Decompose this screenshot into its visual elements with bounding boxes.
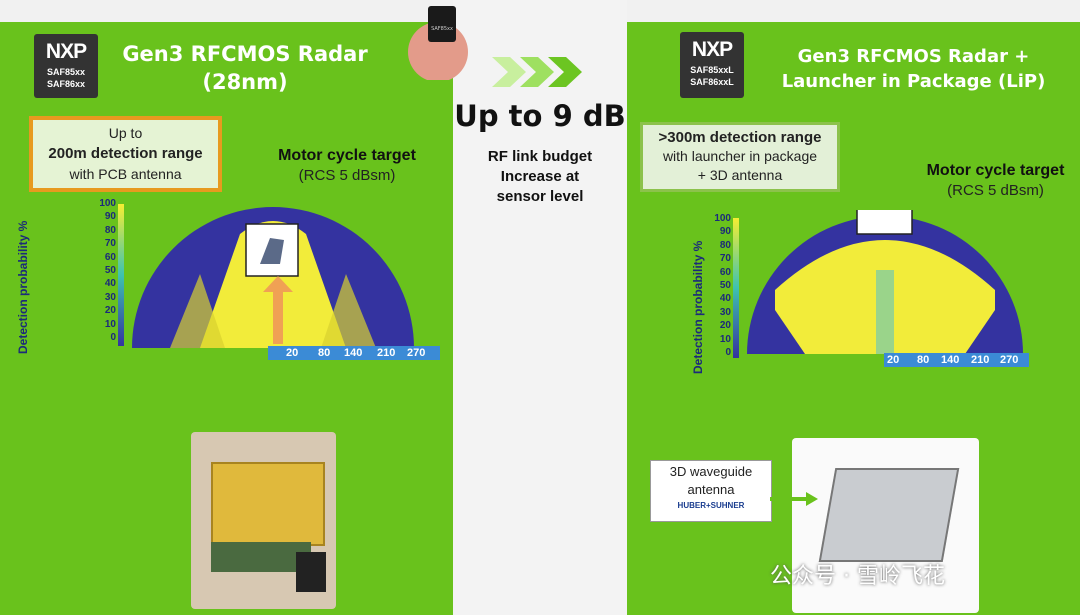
callout-text: + 3D antenna [697, 167, 783, 183]
scale-tick: 100 [99, 198, 116, 209]
scale-tick: 80 [104, 224, 116, 236]
nxp-logo: NXP [691, 38, 733, 61]
scale-tick: 60 [104, 251, 116, 263]
headline: Up to 9 dB [454, 99, 626, 133]
radar-coverage-plot [132, 207, 414, 348]
range-tick: 140 [941, 354, 960, 366]
left-panel: NXP SAF85xx SAF86xx Gen3 RFCMOS Radar (2… [0, 22, 453, 615]
vendor-logo: HUBER+SUHNER [677, 501, 745, 510]
range-tick: 270 [407, 347, 426, 359]
scale-tick: 40 [719, 293, 731, 305]
chevron-arrows-icon [492, 57, 582, 87]
y-axis-label: Detection probability % [691, 240, 705, 374]
range-axis: 20 80 140 210 270 [884, 353, 1029, 367]
right-panel: NXP SAF85xxL SAF86xxL Gen3 RFCMOS Radar … [627, 22, 1080, 615]
scale-tick: 90 [104, 211, 116, 223]
headline-subtitle: RF link budget Increase at sensor level [453, 147, 627, 207]
scale-tick: 10 [719, 333, 731, 345]
chip-on-finger-image: SAF85xx [408, 6, 468, 80]
target-label: Motor cycle target (RCS 5 dBsm) [262, 146, 432, 186]
title-line: Launcher in Package (LiP) [781, 71, 1046, 92]
radar-coverage-plot [747, 210, 1023, 354]
scale-tick: 50 [104, 264, 116, 276]
range-tick: 80 [318, 347, 331, 359]
arrow-right-icon [770, 492, 818, 506]
range-tick: 80 [917, 354, 930, 366]
range-tick: 210 [971, 354, 990, 366]
scale-tick: 40 [104, 278, 116, 290]
target-label: Motor cycle target (RCS 5 dBsm) [913, 161, 1078, 201]
scale-tick: 30 [719, 306, 731, 318]
waveguide-text: 3D waveguide [669, 464, 753, 479]
title-line: (28nm) [202, 70, 288, 94]
scale-tick: 0 [110, 331, 116, 343]
y-axis-label: Detection probability % [16, 220, 30, 354]
target-title: Motor cycle target [926, 162, 1065, 179]
scale-tick: 80 [719, 239, 731, 251]
up-arrow-icon [876, 270, 894, 354]
subtitle-line: sensor level [496, 188, 584, 205]
color-scale [733, 218, 739, 358]
title-line: Gen3 RFCMOS Radar [122, 42, 368, 66]
radar-module-photo [191, 432, 336, 609]
scale-ticks: 100 90 80 70 60 50 40 30 20 10 0 [709, 213, 731, 360]
scale-tick: 20 [104, 305, 116, 317]
range-axis: 20 80 140 210 270 [268, 346, 440, 360]
target-rcs: (RCS 5 dBsm) [298, 167, 396, 184]
center-column: Up to 9 dB RF link budget Increase at se… [453, 0, 627, 615]
part-number: SAF85xxL [690, 65, 734, 75]
range-tick: 20 [887, 354, 900, 366]
range-tick: 20 [286, 347, 299, 359]
scale-tick: 20 [719, 320, 731, 332]
detection-range-callout: >300m detection range with launcher in p… [640, 122, 840, 192]
color-scale [118, 204, 124, 346]
subtitle-line: Increase at [500, 168, 580, 185]
subtitle-line: RF link budget [487, 148, 593, 165]
callout-text: Up to [108, 125, 143, 141]
nxp-logo: NXP [45, 40, 87, 63]
scale-tick: 70 [719, 253, 731, 265]
callout-text: with PCB antenna [69, 166, 182, 182]
watermark: 公众号 · 雪岭飞花 [770, 564, 945, 589]
left-title: Gen3 RFCMOS Radar (28nm) [100, 40, 390, 96]
range-tick: 210 [377, 347, 396, 359]
nxp-logo-badge: NXP SAF85xxL SAF86xxL [680, 32, 744, 98]
chip-label: SAF85xx [431, 26, 453, 32]
scale-tick: 70 [104, 238, 116, 250]
callout-highlight: >300m detection range [658, 129, 822, 146]
scale-ticks: 100 90 80 70 60 50 40 30 20 10 0 [94, 198, 116, 345]
scale-tick: 90 [719, 226, 731, 238]
detection-range-callout: Up to 200m detection range with PCB ante… [29, 116, 222, 192]
right-title: Gen3 RFCMOS Radar + Launcher in Package … [751, 44, 1076, 94]
target-rcs: (RCS 5 dBsm) [947, 182, 1044, 199]
part-number: SAF85xx [46, 67, 86, 77]
scale-tick: 60 [719, 266, 731, 278]
callout-text: with launcher in package [662, 148, 818, 164]
motorcycle-thumbnail [856, 210, 913, 235]
scale-tick: 50 [719, 279, 731, 291]
range-tick: 140 [344, 347, 363, 359]
waveguide-text: antenna [687, 482, 735, 497]
scale-tick: 10 [104, 318, 116, 330]
scale-tick: 100 [714, 213, 731, 224]
up-arrow-icon [263, 276, 293, 344]
lip-module-photo [792, 438, 979, 613]
part-number: SAF86xxL [690, 77, 734, 87]
callout-highlight: 200m detection range [48, 145, 203, 162]
scale-tick: 30 [104, 291, 116, 303]
part-number: SAF86xx [46, 79, 86, 89]
waveguide-label-box: 3D waveguide antenna HUBER+SUHNER [650, 460, 772, 522]
nxp-logo-badge: NXP SAF85xx SAF86xx [34, 34, 98, 98]
scale-tick: 0 [725, 346, 731, 358]
range-tick: 270 [1000, 354, 1019, 366]
target-title: Motor cycle target [278, 147, 416, 164]
title-line: Gen3 RFCMOS Radar + [797, 46, 1030, 67]
